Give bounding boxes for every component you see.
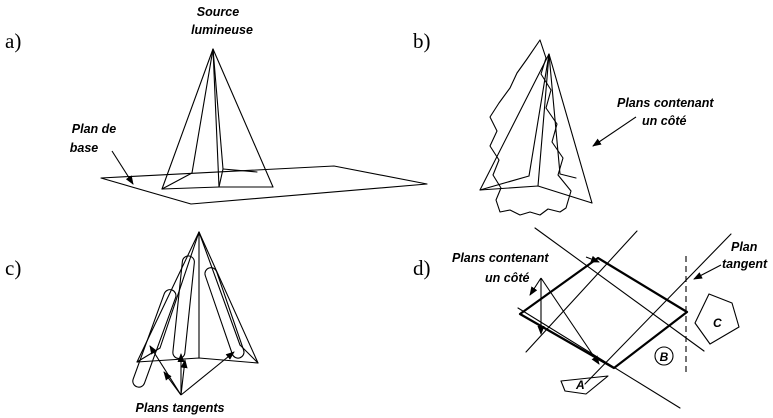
left-plans-label-line2: un côté: [485, 271, 529, 285]
source-label-line1: Source: [197, 5, 239, 19]
panel-c: c) Plans tangents: [5, 231, 259, 415]
polygon-c: [694, 293, 740, 345]
extended-side-lines: [517, 227, 732, 409]
pyramid-c: [136, 231, 259, 364]
source-label-line2: lumineuse: [191, 23, 253, 37]
plans-contenant-label-line2: un côté: [642, 114, 686, 128]
region-b-label: B: [660, 350, 669, 364]
plans-contenant-label-line1: Plans contenant: [617, 96, 714, 110]
panel-a: a) Source lumineuse Plan de base: [5, 5, 428, 205]
pyramid-b: [479, 53, 593, 204]
plans-contenant-arrow: [592, 116, 637, 147]
panel-c-letter: c): [5, 256, 21, 280]
tangent-capsule-left: [132, 289, 177, 388]
base-label-line2: base: [70, 141, 99, 155]
base-label-line1: Plan de: [72, 122, 117, 136]
tangent-capsules: [132, 255, 245, 388]
region-a-label: A: [575, 378, 585, 392]
left-plans-arrows: [529, 255, 600, 365]
tangent-capsule-middle: [172, 255, 195, 360]
right-plan-label-line1: Plan: [731, 240, 758, 254]
base-plane: [100, 165, 428, 205]
panel-a-letter: a): [5, 29, 21, 53]
polygon-a: [560, 375, 609, 395]
tangent-capsule-right: [204, 267, 245, 359]
region-b-circle: [654, 346, 674, 366]
left-plans-label-line1: Plans contenant: [452, 251, 549, 265]
panel-b-letter: b): [413, 29, 431, 53]
tangent-arrows: [149, 345, 235, 396]
plans-tangents-label: Plans tangents: [136, 401, 225, 415]
panel-b: b) Plans contenant un côté: [413, 29, 714, 216]
panel-d-letter: d): [413, 256, 431, 280]
right-plan-label-line2: tangent: [722, 257, 768, 271]
central-quadrilateral: [518, 256, 689, 370]
panel-d: d) A B C Plans contenant un côté Plan ta…: [413, 227, 768, 409]
base-label-arrow: [111, 150, 134, 185]
region-c-label: C: [713, 316, 722, 330]
pyramid-a: [161, 48, 274, 190]
right-plan-arrow: [693, 264, 722, 280]
